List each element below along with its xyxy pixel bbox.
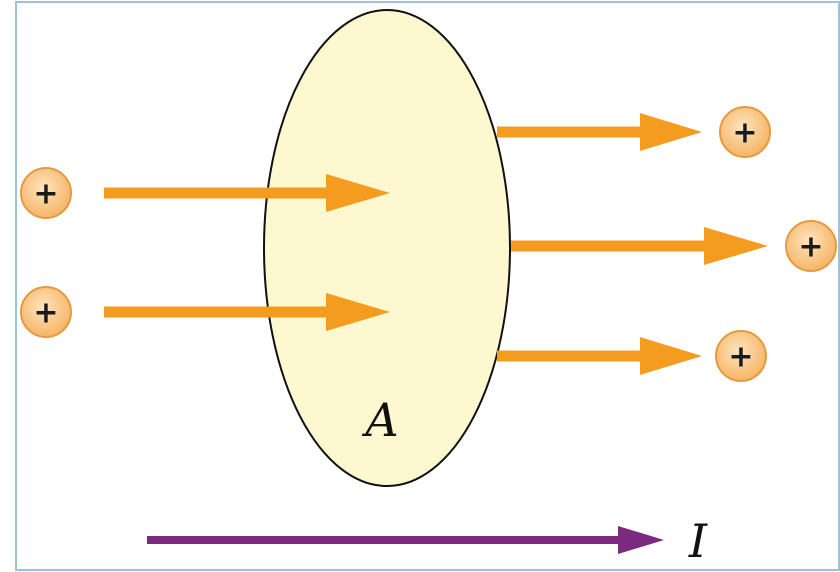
surface-label: A: [361, 393, 398, 447]
charge-plus-sign: +: [33, 177, 58, 212]
charge-plus-sign: +: [728, 340, 753, 375]
positive-charge: +: [719, 106, 771, 158]
incoming-flow-arrow: [104, 174, 390, 212]
positive-charge: +: [785, 220, 837, 272]
charge-plus-sign: +: [732, 116, 757, 151]
positive-charge: +: [715, 330, 767, 382]
charge-plus-sign: +: [33, 296, 58, 331]
outgoing-flow-arrow: [511, 227, 768, 265]
positive-charge: +: [20, 286, 72, 338]
positive-charge: +: [20, 167, 72, 219]
outgoing-flow-arrow: [497, 113, 702, 151]
charge-plus-sign: +: [798, 230, 823, 265]
current-label: I: [688, 514, 708, 568]
incoming-flow-arrow: [104, 293, 390, 331]
outgoing-flow-arrow: [497, 337, 702, 375]
cross-section-surface: [263, 9, 511, 487]
current-direction-arrow: [147, 526, 664, 554]
